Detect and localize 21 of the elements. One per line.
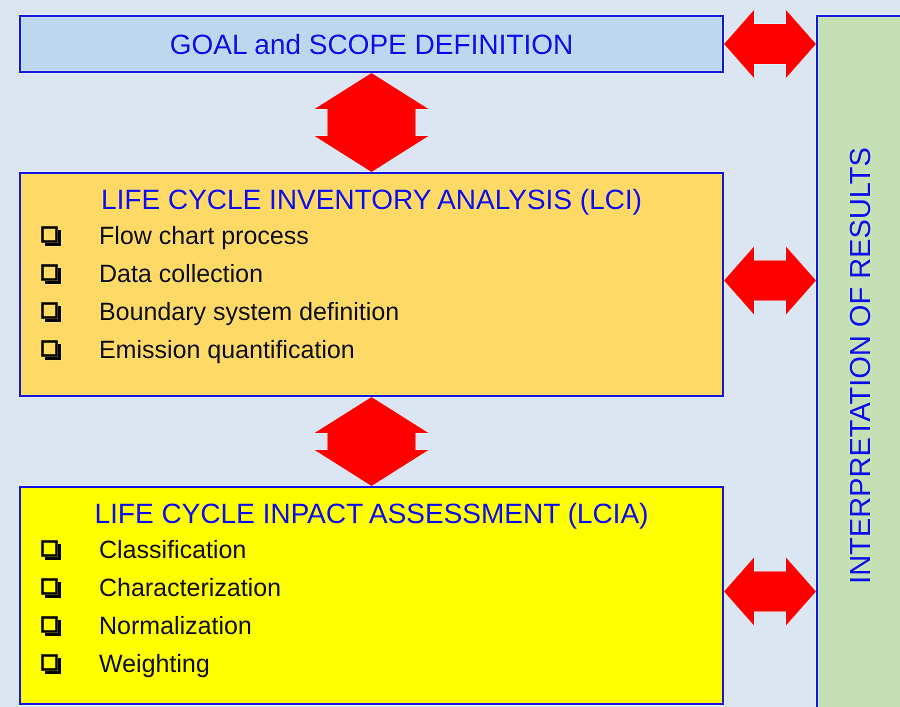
- double-arrow: [314, 397, 428, 486]
- stage-title: GOAL and SCOPE DEFINITION: [170, 28, 574, 62]
- list-item: Boundary system definition: [99, 298, 400, 326]
- list-item: Flow chart process: [99, 222, 309, 250]
- stage-box: [19, 15, 724, 73]
- stage-title: LIFE CYCLE INVENTORY ANALYSIS (LCI): [100, 183, 643, 217]
- list-item: Characterization: [99, 574, 282, 602]
- list-item: Weighting: [99, 650, 210, 678]
- list-item: Normalization: [99, 612, 252, 640]
- list-item: Emission quantification: [99, 336, 355, 364]
- list-item: Data collection: [99, 260, 263, 288]
- stage-bar: [816, 15, 900, 707]
- double-arrow: [724, 10, 816, 78]
- stage-title: LIFE CYCLE INPACT ASSESSMENT (LCIA): [94, 497, 650, 531]
- stage-title: INTERPRETATION OF RESULTS: [844, 146, 878, 584]
- double-arrow: [724, 558, 816, 626]
- double-arrow: [724, 246, 816, 314]
- double-arrow: [314, 73, 428, 172]
- list-item: Classification: [99, 536, 246, 564]
- stage-box: [19, 172, 724, 397]
- stage-box: [19, 486, 724, 705]
